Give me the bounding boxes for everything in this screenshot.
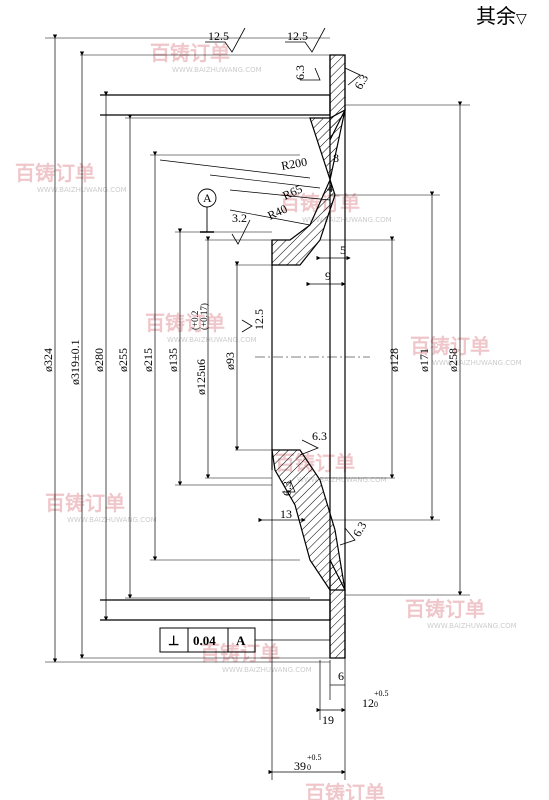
diameter-labels: ø324 ø319±0.1 ø280 ø255 ø215 ø135 ø125u6… xyxy=(41,303,460,395)
tolerance-frame: ⊥ 0.04 A xyxy=(159,627,330,653)
svg-text:百铸订单: 百铸订单 xyxy=(200,641,280,665)
dim-19: 19 xyxy=(322,713,334,727)
svg-text:WWW.BAIZHUWANG.COM: WWW.BAIZHUWANG.COM xyxy=(297,476,387,484)
roughness-symbols xyxy=(205,27,361,546)
general-roughness-note: 其余▽ xyxy=(476,0,527,29)
svg-text:百铸订单: 百铸订单 xyxy=(405,597,485,621)
dim-d280: ø280 xyxy=(92,348,106,372)
roughness-6-3-c: 6.3 xyxy=(312,429,327,443)
dim-39: 39 xyxy=(294,759,306,773)
roughness-6-3-d: 6.3 xyxy=(280,481,294,496)
watermark: 百铸订单 WWW.BAIZHUWANG.COM xyxy=(410,334,522,367)
dim-d215: ø215 xyxy=(141,348,155,372)
roughness-6-3-a: 6.3 xyxy=(293,65,307,80)
dim-d319: ø319±0.1 xyxy=(68,339,82,385)
dim-12-lo: 0 xyxy=(374,700,378,709)
svg-text:WWW.BAIZHUWANG.COM: WWW.BAIZHUWANG.COM xyxy=(67,516,157,524)
dim-39-lo: 0 xyxy=(307,763,311,772)
dim-d324: ø324 xyxy=(41,348,55,372)
perpendicularity-symbol: ⊥ xyxy=(168,633,179,648)
dim-d125-tol-lo: (+0.17) xyxy=(199,303,209,330)
roughness-12-5-c: 12.5 xyxy=(252,309,266,330)
watermark-brand: 百铸订单 xyxy=(150,41,230,65)
roughness-6-3-b: 6.3 xyxy=(351,72,371,92)
dim-13: 13 xyxy=(280,507,292,521)
dim-39-tol: +0.5 xyxy=(307,753,322,762)
watermark-site: WWW.BAIZHUWANG.COM xyxy=(172,66,262,74)
watermark: 百铸订单 WWW.BAIZHUWANG.COM xyxy=(45,491,157,524)
part-section xyxy=(100,54,346,659)
small-dim-lines xyxy=(258,255,351,780)
watermark: 百铸订单 WWW.BAIZHUWANG.COM xyxy=(405,597,517,630)
watermark-group: 百铸订单 WWW.BAIZHUWANG.COM 百铸订单 WWW.BAIZHUW… xyxy=(15,41,522,800)
dim-9: 9 xyxy=(325,269,331,283)
roughness-12-5-b: 12.5 xyxy=(287,29,308,43)
watermark: 百铸订单 xyxy=(305,781,385,800)
tolerance-datum: A xyxy=(236,633,246,648)
dim-d125: ø125u6 xyxy=(194,359,208,395)
dim-8: 8 xyxy=(333,151,339,165)
dim-d125-tol-up: (+0.2 xyxy=(190,311,200,330)
dim-6: 6 xyxy=(338,669,344,683)
svg-text:WWW.BAIZHUWANG.COM: WWW.BAIZHUWANG.COM xyxy=(167,336,257,344)
svg-text:WWW.BAIZHUWANG.COM: WWW.BAIZHUWANG.COM xyxy=(302,216,392,224)
svg-text:百铸订单: 百铸订单 xyxy=(410,334,490,358)
dim-12: 12 xyxy=(362,696,374,710)
radius-r200: R200 xyxy=(280,155,308,173)
watermark: 百铸订单 WWW.BAIZHUWANG.COM xyxy=(150,41,262,74)
vertical-dimension-lines xyxy=(52,34,463,663)
note-text: 其余 xyxy=(476,4,516,28)
dim-5: 5 xyxy=(340,243,346,257)
dim-4: 4 xyxy=(327,181,333,195)
dim-d135: ø135 xyxy=(166,348,180,372)
radius-callouts xyxy=(159,159,331,226)
svg-text:百铸订单: 百铸订单 xyxy=(305,781,385,800)
dim-d258: ø258 xyxy=(446,348,460,372)
roughness-3-2: 3.2 xyxy=(232,211,247,225)
roughness-6-3-e: 6.3 xyxy=(350,519,370,539)
dim-12-tol: +0.5 xyxy=(374,689,389,698)
dim-d128: ø128 xyxy=(387,348,401,372)
dim-d171: ø171 xyxy=(417,348,431,372)
watermark: 百铸订单 WWW.BAIZHUWANG.COM xyxy=(15,161,127,194)
dim-d93: ø93 xyxy=(223,352,237,370)
watermark: 百铸订单 WWW.BAIZHUWANG.COM xyxy=(200,641,312,674)
svg-text:WWW.BAIZHUWANG.COM: WWW.BAIZHUWANG.COM xyxy=(222,666,312,674)
svg-text:WWW.BAIZHUWANG.COM: WWW.BAIZHUWANG.COM xyxy=(432,359,522,367)
datum-letter: A xyxy=(203,191,212,205)
dim-d255: ø255 xyxy=(116,348,130,372)
svg-text:WWW.BAIZHUWANG.COM: WWW.BAIZHUWANG.COM xyxy=(427,622,517,630)
svg-text:百铸订单: 百铸订单 xyxy=(145,311,225,335)
watermark: 百铸订单 WWW.BAIZHUWANG.COM xyxy=(145,311,257,344)
roughness-12-5-a: 12.5 xyxy=(208,29,229,43)
datum-marker: A xyxy=(197,188,217,233)
extension-lines xyxy=(45,37,470,663)
tolerance-value: 0.04 xyxy=(193,633,216,648)
svg-text:百铸订单: 百铸订单 xyxy=(45,491,125,515)
roughness-circle-icon: ▽ xyxy=(516,11,527,27)
